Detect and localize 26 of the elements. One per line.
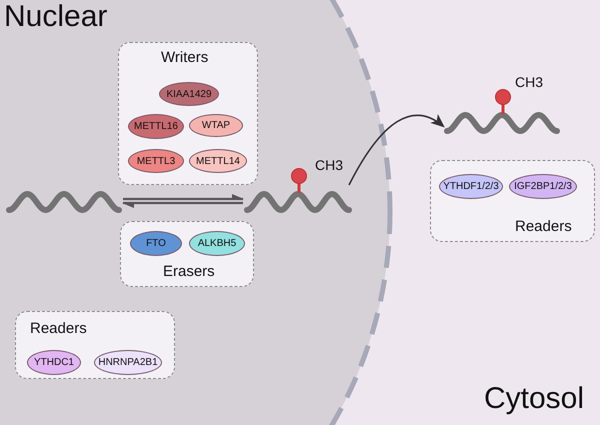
half-arrow: [122, 202, 243, 208]
protein-ellipse: METTL14: [189, 149, 247, 173]
protein-ellipse: FTO: [130, 231, 182, 256]
panel-title: Readers: [515, 218, 572, 235]
methyl-label: CH3: [515, 74, 544, 90]
group-panel: [15, 311, 175, 379]
protein-ellipse: METTL16: [128, 114, 184, 139]
protein-ellipse: YTHDF1/2/3: [439, 174, 503, 199]
protein-ellipse: WTAP: [189, 114, 243, 137]
panel-title: Erasers: [163, 263, 215, 280]
panel-title: Writers: [161, 49, 208, 66]
half-arrow: [123, 194, 244, 200]
compartment-label: Cytosol: [484, 382, 584, 416]
protein-ellipse: YTHDC1: [27, 350, 81, 375]
group-panel: [430, 160, 595, 242]
panel-title: Readers: [30, 320, 87, 337]
curved-arrow: [348, 114, 445, 186]
protein-ellipse: ALKBH5: [189, 231, 245, 256]
protein-ellipse: METTL3: [128, 149, 184, 173]
group-panel: [120, 221, 254, 287]
protein-ellipse: HNRNPA2B1: [94, 350, 162, 375]
protein-ellipse: KIAA1429: [159, 82, 219, 106]
methyl-label: CH3: [315, 157, 344, 173]
protein-ellipse: IGF2BP1/2/3: [509, 174, 577, 199]
compartment-label: Nuclear: [4, 0, 108, 34]
group-panel: [118, 42, 258, 185]
